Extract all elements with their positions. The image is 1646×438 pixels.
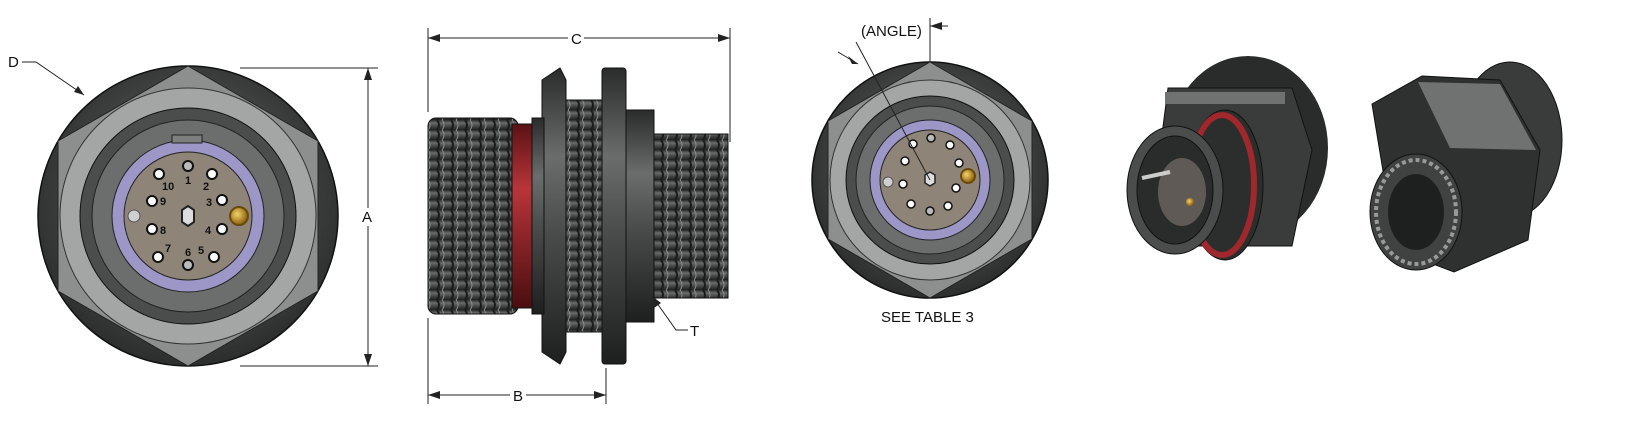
gold-contact [229,206,249,226]
pin-label: 8 [160,225,166,237]
pin-holes [146,160,228,271]
side-nut [541,67,567,365]
dimension-b-label: B [513,388,523,405]
dimension-t-label: T [690,323,699,340]
pin-label: 9 [160,196,166,208]
pin-label: 7 [165,243,171,255]
dimension-d-label: D [8,54,19,71]
side-view: C B T [427,28,731,405]
see-table-label: SEE TABLE 3 [881,309,974,326]
front-view: 1 2 3 4 5 6 7 8 9 10 D A [8,54,378,367]
pin-label: 2 [203,181,209,193]
pin-label: 4 [205,225,212,237]
dimension-a-label: A [362,209,372,226]
isometric-view-front [1126,56,1328,261]
silver-contact [127,209,141,223]
angle-label: (ANGLE) [861,23,922,40]
isometric-view-rear [1369,61,1563,273]
pin-label: 10 [162,181,174,193]
pin-label: 6 [185,247,191,259]
angle-view: (ANGLE) SEE TABLE 3 [811,18,1049,326]
pin-label: 1 [185,175,191,187]
flange [601,67,627,365]
red-seal [511,123,533,309]
pin-label: 3 [206,197,212,209]
dimension-c-label: C [571,31,582,48]
pin-label: 5 [198,245,204,257]
